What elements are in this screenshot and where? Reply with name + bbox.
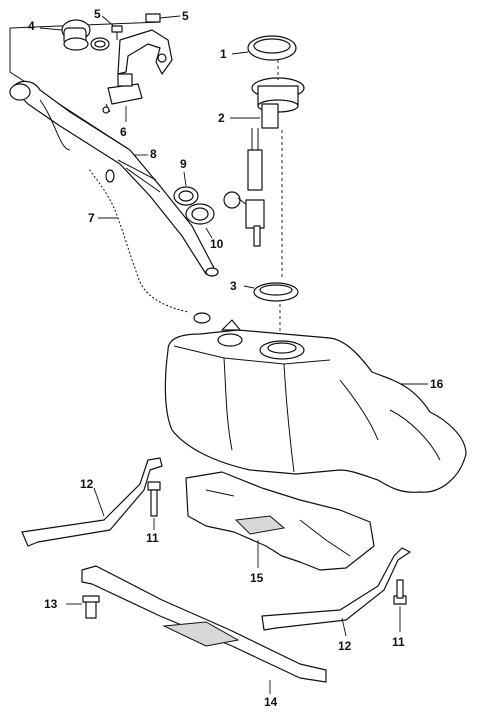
callout-3: 3 — [230, 279, 237, 293]
part-3-seal-ring — [243, 282, 299, 334]
part-4-filler-cap — [39, 19, 91, 51]
callout-5-left: 5 — [94, 7, 101, 21]
callout-13: 13 — [44, 597, 58, 611]
callout-6: 6 — [120, 125, 127, 139]
callout-12-right: 12 — [338, 639, 352, 653]
callout-10: 10 — [210, 237, 224, 251]
part-10-ring — [185, 203, 215, 239]
callout-11-right: 11 — [392, 635, 405, 649]
part-12-strap-left — [21, 457, 163, 547]
callout-16: 16 — [430, 377, 444, 391]
part-16-fuel-tank — [164, 319, 467, 493]
callout-12-left: 12 — [80, 477, 94, 491]
callout-1: 1 — [220, 47, 227, 61]
part-6-valve — [102, 73, 143, 122]
part-8-filler-neck — [9, 80, 219, 277]
callout-15: 15 — [250, 571, 264, 585]
callout-9: 9 — [180, 157, 187, 171]
part-14-cross-strap — [81, 565, 327, 694]
callout-4: 4 — [28, 19, 35, 33]
part-12-strap-right — [261, 547, 411, 637]
filler-neck-bracket — [117, 29, 173, 75]
part-5-screw-a — [101, 15, 123, 40]
part-9-ring — [173, 171, 199, 206]
callout-5-right: 5 — [182, 9, 189, 23]
callout-7: 7 — [88, 211, 95, 225]
callout-2: 2 — [218, 111, 225, 125]
part-11-bolt-left — [147, 481, 161, 530]
callout-11-left: 11 — [146, 531, 159, 545]
part-1-retaining-ring — [231, 35, 297, 61]
part-2-fuel-pump — [223, 60, 305, 280]
part-13-bolt — [66, 595, 100, 619]
part-4-seal-ring — [90, 37, 110, 51]
callout-14: 14 — [264, 695, 278, 709]
part-5-screw-b — [145, 13, 181, 23]
part-15-heat-shield — [185, 471, 375, 571]
callout-8: 8 — [150, 147, 157, 161]
part-11-bolt-right — [393, 579, 407, 632]
part-7-breather-hose — [86, 166, 211, 324]
